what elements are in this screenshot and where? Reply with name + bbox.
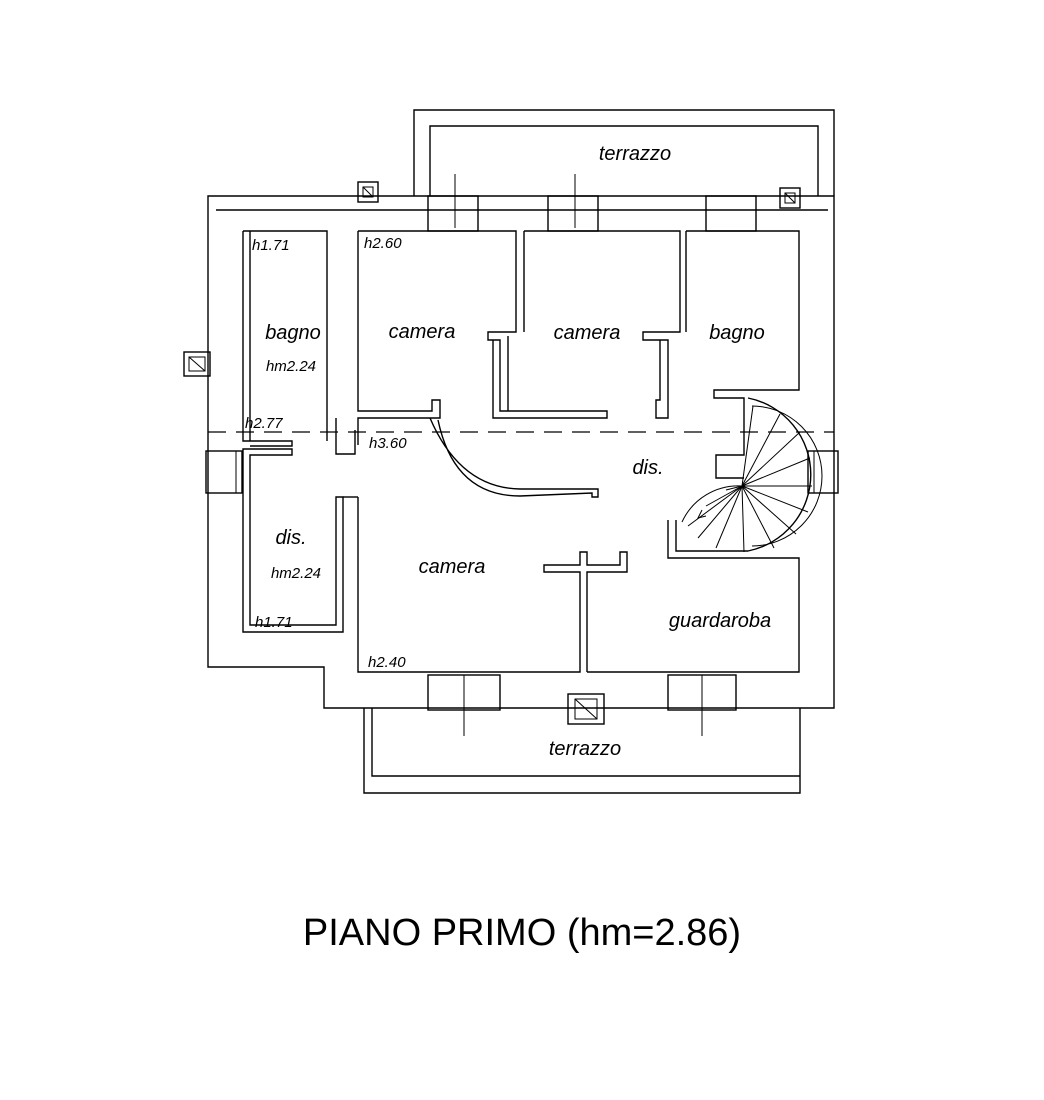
curved-partition xyxy=(429,417,599,498)
label-terrazzo-top: terrazzo xyxy=(599,143,671,165)
room-dis-left xyxy=(242,448,344,633)
windows-top xyxy=(427,174,757,232)
height-h171-top: h1.71 xyxy=(252,237,290,254)
label-camera-top-left: camera xyxy=(389,321,456,343)
room-guardaroba xyxy=(587,520,800,673)
label-bagno-right: bagno xyxy=(709,322,765,344)
terrace-top xyxy=(413,109,835,196)
height-h260: h2.60 xyxy=(364,235,402,252)
plan-title: PIANO PRIMO (hm=2.86) xyxy=(302,912,742,954)
height-h360: h3.60 xyxy=(369,435,407,452)
outer-walls xyxy=(207,195,835,709)
label-terrazzo-bottom: terrazzo xyxy=(549,738,621,760)
label-camera-bottom: camera xyxy=(419,556,486,578)
label-dis-center: dis. xyxy=(632,457,663,479)
room-camera-bottom xyxy=(343,496,628,673)
room-camera-top-middle xyxy=(507,230,681,419)
windows-side xyxy=(205,450,839,494)
height-h277: h2.77 xyxy=(245,415,283,432)
height-h240: h2.40 xyxy=(368,654,406,671)
room-bagno-left xyxy=(242,230,328,447)
label-bagno-left-height: hm2.24 xyxy=(266,358,316,375)
spiral-staircase xyxy=(675,397,823,553)
height-h171-bottom: h1.71 xyxy=(255,614,293,631)
label-guardaroba: guardaroba xyxy=(669,610,771,632)
label-bagno-left: bagno xyxy=(265,322,321,344)
label-camera-top-middle: camera xyxy=(554,322,621,344)
room-bagno-right xyxy=(685,230,800,479)
label-dis-left-height: hm2.24 xyxy=(271,565,321,582)
room-camera-top-left xyxy=(335,230,608,455)
windows-bottom xyxy=(427,674,737,736)
label-dis-left: dis. xyxy=(275,527,306,549)
vent-icons xyxy=(183,181,801,725)
terrace-bottom xyxy=(363,708,801,794)
